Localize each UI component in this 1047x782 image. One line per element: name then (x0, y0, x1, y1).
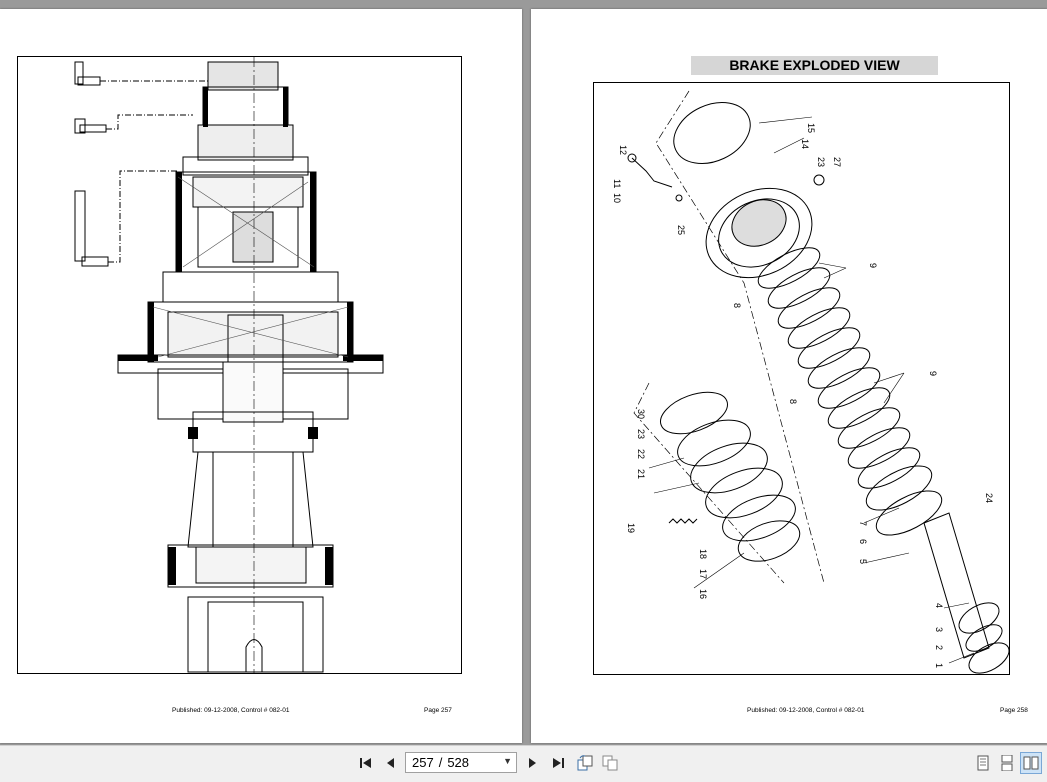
facing-pages-view-button[interactable] (1020, 752, 1042, 774)
document-page-257: Published: 09-12-2008, Control # 082-01 … (0, 9, 522, 743)
callout-label: 23 (636, 429, 646, 439)
page-title: BRAKE EXPLODED VIEW (691, 56, 938, 75)
callout-label: 27 (832, 157, 842, 167)
previous-page-button[interactable] (379, 752, 401, 774)
callout-label: 2 (934, 645, 944, 650)
footer-published: Published: 09-12-2008, Control # 082-01 (172, 707, 290, 714)
facing-pages-view-icon (1023, 756, 1039, 770)
callout-label: 4 (934, 603, 944, 608)
brake-exploded-illustration: 15 14 12 11 10 23 27 25 9 8 9 8 30 23 22… (612, 90, 1009, 674)
rotate-counterclockwise-icon (602, 755, 618, 771)
callout-label: 17 (698, 569, 708, 579)
callout-label: 3 (934, 627, 944, 632)
callout-label: 19 (626, 523, 636, 533)
callout-label: 15 (806, 123, 816, 133)
previous-page-icon (387, 758, 394, 768)
navigation-toolbar: 257 / 528 ▼ (0, 745, 1047, 782)
callout-label: 7 (858, 521, 868, 526)
callout-label: 30 (636, 409, 646, 419)
next-page-button[interactable] (522, 752, 544, 774)
callout-label: 22 (636, 449, 646, 459)
callout-label: 23 (816, 157, 826, 167)
continuous-view-button[interactable] (996, 752, 1018, 774)
rotate-clockwise-button[interactable] (574, 752, 596, 774)
callout-label: 14 (800, 139, 810, 149)
last-page-button[interactable] (547, 752, 569, 774)
callout-label: 24 (984, 493, 994, 503)
continuous-view-icon (1001, 755, 1013, 771)
callout-label: 18 (698, 549, 708, 559)
callout-label: 11 (612, 179, 622, 188)
first-page-button[interactable] (355, 752, 377, 774)
rotate-clockwise-icon (577, 755, 593, 771)
callout-label: 8 (788, 399, 798, 404)
first-page-icon (360, 758, 371, 768)
footer-page-number: Page 258 (1000, 707, 1028, 714)
callout-label: 5 (858, 559, 868, 564)
current-page: 257 (412, 755, 434, 770)
callout-label: 9 (928, 371, 938, 376)
page-separator: / (438, 755, 443, 770)
callout-label: 1 (934, 663, 944, 668)
callout-label: 6 (858, 539, 868, 544)
document-viewport[interactable]: Published: 09-12-2008, Control # 082-01 … (0, 0, 1047, 745)
next-page-icon (529, 758, 536, 768)
callout-label: 8 (732, 303, 742, 308)
footer-published: Published: 09-12-2008, Control # 082-01 (747, 707, 865, 714)
total-pages: 528 (447, 755, 470, 770)
page-number-select[interactable]: 257 / 528 ▼ (405, 752, 517, 773)
exploded-view-drawing: 15 14 12 11 10 23 27 25 9 8 9 8 30 23 22… (593, 82, 1010, 675)
dropdown-arrow-icon: ▼ (503, 756, 512, 766)
last-page-icon (553, 758, 564, 768)
cross-section-illustration (74, 57, 384, 673)
callout-label: 9 (868, 263, 878, 268)
callout-label: 25 (676, 225, 686, 235)
callout-label: 12 (618, 145, 628, 155)
callout-label: 21 (636, 469, 646, 479)
single-page-view-icon (977, 755, 989, 771)
rotate-counterclockwise-button[interactable] (599, 752, 621, 774)
single-page-view-button[interactable] (972, 752, 994, 774)
callout-labels: 15 14 12 11 10 23 27 25 9 8 9 8 30 23 22… (612, 123, 994, 668)
footer-page-number: Page 257 (424, 707, 452, 714)
cross-section-drawing (17, 56, 462, 674)
callout-label: 10 (612, 193, 622, 203)
document-page-258: BRAKE EXPLODED VIEW (531, 9, 1047, 743)
callout-label: 16 (698, 589, 708, 599)
